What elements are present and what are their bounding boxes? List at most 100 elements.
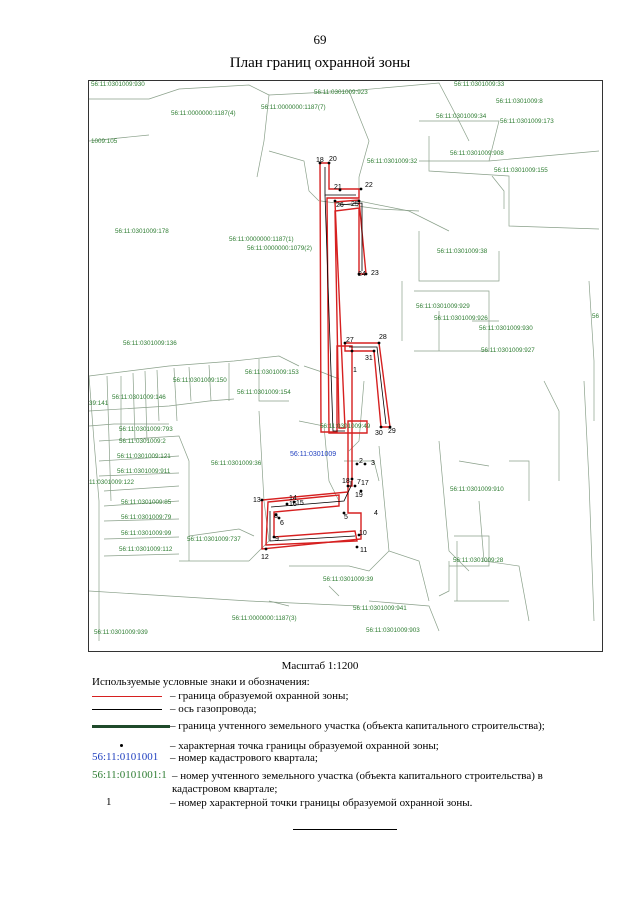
point-label: 12 bbox=[261, 554, 269, 561]
point-label: 14 bbox=[289, 495, 297, 502]
parcel-label: 56:11:0301009:36 bbox=[211, 460, 262, 467]
point-label: 18 bbox=[342, 478, 350, 485]
parcel-label: 1009:105 bbox=[91, 138, 118, 145]
point-label: 8 bbox=[274, 513, 278, 520]
parcel-label: 11:0301009:122 bbox=[89, 479, 135, 486]
parcel-label: 56 bbox=[592, 313, 600, 320]
legend-text: – ось газопровода; bbox=[170, 703, 257, 715]
parcel-label: 56:11:0000000:1079(2) bbox=[247, 245, 312, 252]
point-label: 6 bbox=[280, 520, 284, 527]
point-label: 10 bbox=[359, 530, 367, 537]
parcel-label: 56:11:0000000:1187(1) bbox=[229, 236, 294, 243]
parcel-label: 56:11:0301009:32 bbox=[367, 158, 418, 165]
parcel-label: 56:11:0301009:79 bbox=[121, 514, 172, 521]
parcel-label: 56:11:0301009:150 bbox=[173, 377, 227, 384]
legend-item-gas-axis: – ось газопровода; bbox=[92, 703, 257, 716]
point-label: 3 bbox=[371, 460, 375, 467]
parcel-label: 56:11:0301009:8 bbox=[496, 98, 543, 105]
gas-pipeline-axis bbox=[269, 167, 387, 542]
point-label: 24 bbox=[358, 271, 366, 278]
parcel-label: 56:11:0301009:121 bbox=[117, 453, 171, 460]
parcel-label: 56:11:0301009:154 bbox=[237, 389, 291, 396]
parcel-label: 56:11:0301009:173 bbox=[500, 118, 554, 125]
legend-text: – граница образуемой охранной зоны; bbox=[170, 690, 349, 702]
parcel-label: 56:11:0301009:910 bbox=[450, 486, 504, 493]
parcel-label: 56:11:0301009:33 bbox=[454, 81, 505, 88]
point-label: 2 bbox=[359, 458, 363, 465]
point-label: 7 bbox=[357, 479, 361, 486]
legend-item-point: – характерная точка границы образуемой о… bbox=[92, 740, 439, 753]
map-canvas: 1 2 3 4 5 6 7 8 9 10 11 12 13 14 15 16 1… bbox=[89, 81, 600, 641]
parcel-label: 56:11:0301009:903 bbox=[366, 627, 420, 634]
legend-text: – номер характерной точки границы образу… bbox=[170, 797, 473, 809]
parcel-label: 56:11:0301009:737 bbox=[187, 536, 241, 543]
parcel-label: 56:11:0000000:1187(4) bbox=[171, 110, 236, 117]
parcel-sample: 56:11:0101001:1 bbox=[92, 769, 167, 781]
number-sample: 1 bbox=[106, 796, 112, 808]
point-label: 16 bbox=[289, 501, 297, 508]
quarter-label: 56:11:0301009 bbox=[290, 451, 336, 458]
point-label: 26 bbox=[336, 202, 344, 209]
point-label: 22 bbox=[365, 182, 373, 189]
point-label: 28 bbox=[379, 334, 387, 341]
parcel-label: 56:11:0301009:923 bbox=[314, 89, 368, 96]
parcel-label: 56:11:0301009:28 bbox=[453, 557, 504, 564]
parcel-label: 56:11:0301009:941 bbox=[353, 605, 407, 612]
dot-swatch bbox=[92, 740, 170, 752]
point-label: 19 bbox=[355, 492, 363, 499]
point-label: 23 bbox=[371, 270, 379, 277]
parcel-label: 56:11:0301009:146 bbox=[112, 394, 166, 401]
parcel-label: 56:11:0000000:1187(7) bbox=[261, 104, 326, 111]
red-line-swatch bbox=[92, 690, 170, 702]
parcel-label: 56:11:0301009:34 bbox=[436, 113, 487, 120]
parcel-label: 56:11:0301009:39 bbox=[323, 576, 374, 583]
parcel-label: 56:11:0301009:155 bbox=[494, 167, 548, 174]
point-label: 1 bbox=[353, 367, 357, 374]
legend-text: – номер кадастрового квартала; bbox=[170, 752, 318, 764]
parcel-number-labels: 56:11:0301009:930 56:11:0000000:1187(4) … bbox=[89, 81, 600, 636]
parcel-label: 56:11:0000000:1187(3) bbox=[232, 615, 297, 622]
parcel-label: 56:11:0301009:136 bbox=[123, 340, 177, 347]
parcel-label: 56:11:0301009:112 bbox=[119, 546, 173, 553]
footer-divider bbox=[293, 829, 397, 830]
quarter-sample: 56:11:0101001 bbox=[92, 751, 159, 763]
boundary-points bbox=[260, 161, 392, 551]
parcel-label: 56:11:0301009:85 bbox=[121, 499, 172, 506]
point-label: 27 bbox=[346, 337, 354, 344]
point-number-labels: 1 2 3 4 5 6 7 8 9 10 11 12 13 14 15 16 1… bbox=[253, 156, 396, 561]
legend-text: – граница учтенного земельного участка (… bbox=[170, 720, 545, 732]
point-label: 9 bbox=[275, 536, 279, 543]
parcel-label: 56:11:0301009:38 bbox=[437, 248, 488, 255]
legend-item-zone-border: – граница образуемой охранной зоны; bbox=[92, 690, 349, 703]
parcel-label: 56:11:0301009:911 bbox=[117, 468, 171, 475]
point-label: 29 bbox=[388, 428, 396, 435]
legend-heading: Используемые условные знаки и обозначени… bbox=[92, 676, 310, 688]
point-label: 15 bbox=[296, 500, 304, 507]
black-line-swatch bbox=[92, 703, 170, 715]
point-label: 18 bbox=[316, 157, 324, 164]
parcel-boundaries bbox=[89, 82, 600, 641]
green-line-swatch bbox=[92, 720, 170, 732]
parcel-label: 56:11:0301009:153 bbox=[245, 369, 299, 376]
page-title: План границ охранной зоны bbox=[229, 55, 411, 71]
legend-item-parcel-number: 56:11:0101001:1 – номер учтенного земель… bbox=[92, 769, 582, 796]
parcel-label: 39:141 bbox=[89, 400, 109, 407]
legend-text: – характерная точка границы образуемой о… bbox=[170, 740, 439, 752]
point-label: 11 bbox=[360, 547, 367, 554]
parcel-label: 56:11:0301009:793 bbox=[119, 426, 173, 433]
parcel-label: 56:11:0301009:926 bbox=[434, 315, 488, 322]
point-label: 20 bbox=[329, 156, 337, 163]
parcel-label: 56:11:0301009:99 bbox=[121, 530, 172, 537]
parcel-label: 56:11:0301009:49 bbox=[320, 423, 371, 430]
point-label: 31 bbox=[365, 355, 373, 362]
parcel-label: 56:11:0301009:939 bbox=[94, 629, 148, 636]
parcel-label: 56:11:0301009:178 bbox=[115, 228, 169, 235]
point-label: 4 bbox=[374, 510, 378, 517]
point-label: 25 bbox=[351, 201, 359, 208]
number-swatch: 1 bbox=[92, 796, 170, 809]
legend-item-point-number: 1 – номер характерной точки границы обра… bbox=[92, 796, 473, 810]
legend-text: – номер учтенного земельного участка (об… bbox=[172, 770, 543, 795]
parcel-label: 56:11:0301009:2 bbox=[119, 438, 166, 445]
cadastral-map: 1 2 3 4 5 6 7 8 9 10 11 12 13 14 15 16 1… bbox=[88, 80, 603, 652]
point-label: 13 bbox=[253, 497, 261, 504]
